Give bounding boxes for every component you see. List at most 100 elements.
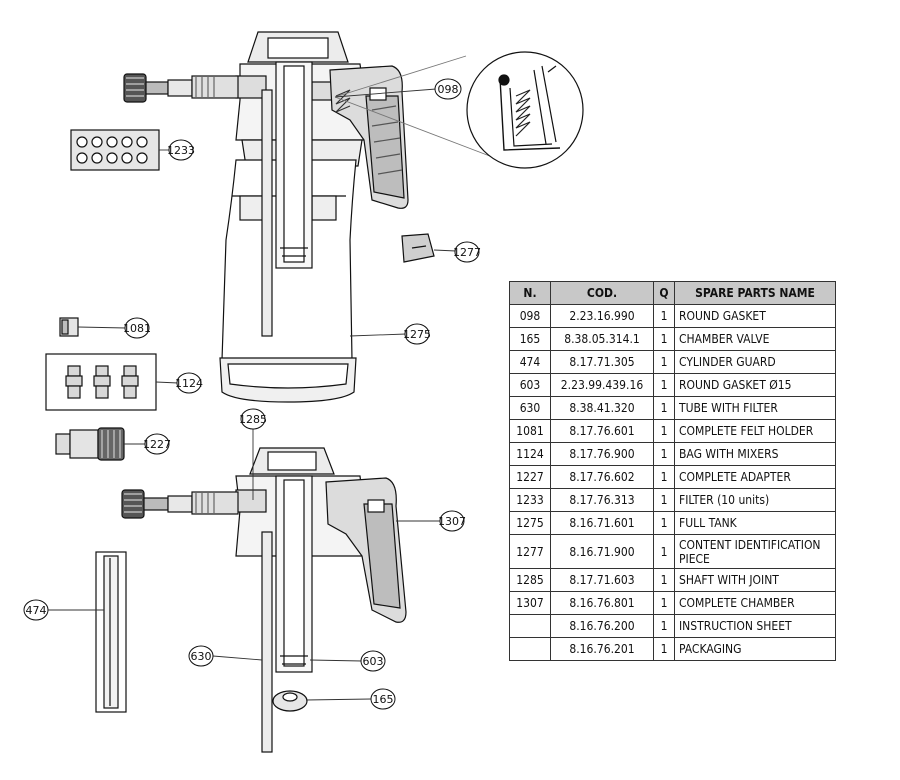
table-row: 8.16.76.201 1 PACKAGING xyxy=(509,637,836,661)
part-code: 8.17.76.313 xyxy=(550,488,654,512)
part-code: 8.17.71.305 xyxy=(550,350,654,374)
cylinder-guard xyxy=(95,551,127,713)
callout-603: 603 xyxy=(360,650,386,672)
table-row: 098 2.23.16.990 1 ROUND GASKET xyxy=(509,304,836,328)
part-quantity: 1 xyxy=(653,419,675,443)
callout-1285: 1285 xyxy=(239,408,267,430)
table-row: 1081 8.17.76.601 1 COMPLETE FELT HOLDER xyxy=(509,419,836,443)
part-name: CONTENT IDENTIFICATION PIECE xyxy=(674,534,836,569)
callout-1307: 1307 xyxy=(438,510,466,532)
table-row: 474 8.17.71.305 1 CYLINDER GUARD xyxy=(509,350,836,374)
part-name: COMPLETE FELT HOLDER xyxy=(674,419,836,443)
callout-label: 1124 xyxy=(175,377,203,390)
part-name: FULL TANK xyxy=(674,511,836,535)
part-code: 8.17.71.603 xyxy=(550,568,654,592)
part-code: 2.23.16.990 xyxy=(550,304,654,328)
callout-1233: 1233 xyxy=(167,139,195,161)
filter-card xyxy=(70,129,160,171)
part-quantity: 1 xyxy=(653,568,675,592)
table-row: 1307 8.16.76.801 1 COMPLETE CHAMBER xyxy=(509,591,836,615)
part-quantity: 1 xyxy=(653,488,675,512)
callout-1227: 1227 xyxy=(143,433,171,455)
lower-sprayer-assembly xyxy=(121,447,407,753)
part-code: 8.16.76.801 xyxy=(550,591,654,615)
complete-adapter xyxy=(55,427,125,461)
part-number: 1307 xyxy=(509,591,551,615)
part-code: 2.23.99.439.16 xyxy=(550,373,654,397)
callout-label: 1307 xyxy=(438,515,466,528)
callout-474: 474 xyxy=(23,599,49,621)
part-code: 8.16.76.201 xyxy=(550,637,654,661)
callout-label: 1227 xyxy=(143,438,171,451)
header-quantity: Q xyxy=(653,281,675,305)
part-code: 8.38.41.320 xyxy=(550,396,654,420)
part-number: 603 xyxy=(509,373,551,397)
table-row: 1277 8.16.71.900 1 CONTENT IDENTIFICATIO… xyxy=(509,534,836,569)
callout-1277: 1277 xyxy=(453,241,481,263)
content-identification-piece xyxy=(401,233,435,263)
part-name: TUBE WITH FILTER xyxy=(674,396,836,420)
header-code: COD. xyxy=(550,281,654,305)
table-row: 1227 8.17.76.602 1 COMPLETE ADAPTER xyxy=(509,465,836,489)
part-number: 1285 xyxy=(509,568,551,592)
part-number xyxy=(509,637,551,661)
callout-label: 1233 xyxy=(167,144,195,157)
callout-098: 098 xyxy=(434,78,462,100)
upper-sprayer-assembly xyxy=(123,31,409,403)
header-number: N. xyxy=(509,281,551,305)
callout-label: 1277 xyxy=(453,246,481,259)
part-name: BAG WITH MIXERS xyxy=(674,442,836,466)
part-name: COMPLETE ADAPTER xyxy=(674,465,836,489)
part-number: 1233 xyxy=(509,488,551,512)
callout-label: 603 xyxy=(363,655,384,668)
header-part-name: SPARE PARTS NAME xyxy=(674,281,836,305)
callout-1081: 1081 xyxy=(123,317,151,339)
part-name: ROUND GASKET Ø15 xyxy=(674,373,836,397)
callout-165: 165 xyxy=(370,688,396,710)
callout-label: 098 xyxy=(438,83,459,96)
chamber-valve xyxy=(272,690,308,712)
spare-parts-table: N. COD. Q SPARE PARTS NAME 098 2.23.16.9… xyxy=(509,281,836,661)
part-quantity: 1 xyxy=(653,327,675,351)
part-quantity: 1 xyxy=(653,465,675,489)
part-number: 1227 xyxy=(509,465,551,489)
part-number xyxy=(509,614,551,638)
gasket-detail-zoom xyxy=(334,51,584,169)
felt-holder xyxy=(59,317,79,337)
table-row: 603 2.23.99.439.16 1 ROUND GASKET Ø15 xyxy=(509,373,836,397)
part-number: 1275 xyxy=(509,511,551,535)
part-quantity: 1 xyxy=(653,511,675,535)
table-row: 165 8.38.05.314.1 1 CHAMBER VALVE xyxy=(509,327,836,351)
table-row: 1124 8.17.76.900 1 BAG WITH MIXERS xyxy=(509,442,836,466)
part-number: 098 xyxy=(509,304,551,328)
part-name: CYLINDER GUARD xyxy=(674,350,836,374)
callout-label: 1285 xyxy=(239,413,267,426)
part-quantity: 1 xyxy=(653,591,675,615)
part-quantity: 1 xyxy=(653,396,675,420)
table-row: 1275 8.16.71.601 1 FULL TANK xyxy=(509,511,836,535)
part-name: INSTRUCTION SHEET xyxy=(674,614,836,638)
part-number: 474 xyxy=(509,350,551,374)
part-number: 165 xyxy=(509,327,551,351)
table-header-row: N. COD. Q SPARE PARTS NAME xyxy=(509,281,836,305)
part-number: 630 xyxy=(509,396,551,420)
table-row: 1285 8.17.71.603 1 SHAFT WITH JOINT xyxy=(509,568,836,592)
part-quantity: 1 xyxy=(653,637,675,661)
part-name: COMPLETE CHAMBER xyxy=(674,591,836,615)
leader-lines xyxy=(47,88,457,701)
table-row: 8.16.76.200 1 INSTRUCTION SHEET xyxy=(509,614,836,638)
part-quantity: 1 xyxy=(653,373,675,397)
part-name: CHAMBER VALVE xyxy=(674,327,836,351)
part-quantity: 1 xyxy=(653,442,675,466)
callout-630: 630 xyxy=(188,645,214,667)
callout-label: 1275 xyxy=(403,328,431,341)
mixers-bag xyxy=(45,353,157,411)
part-number: 1277 xyxy=(509,534,551,569)
callout-1275: 1275 xyxy=(403,323,431,345)
callout-label: 474 xyxy=(26,604,47,617)
part-number: 1081 xyxy=(509,419,551,443)
part-number: 1124 xyxy=(509,442,551,466)
callout-label: 630 xyxy=(191,650,212,663)
part-name: ROUND GASKET xyxy=(674,304,836,328)
